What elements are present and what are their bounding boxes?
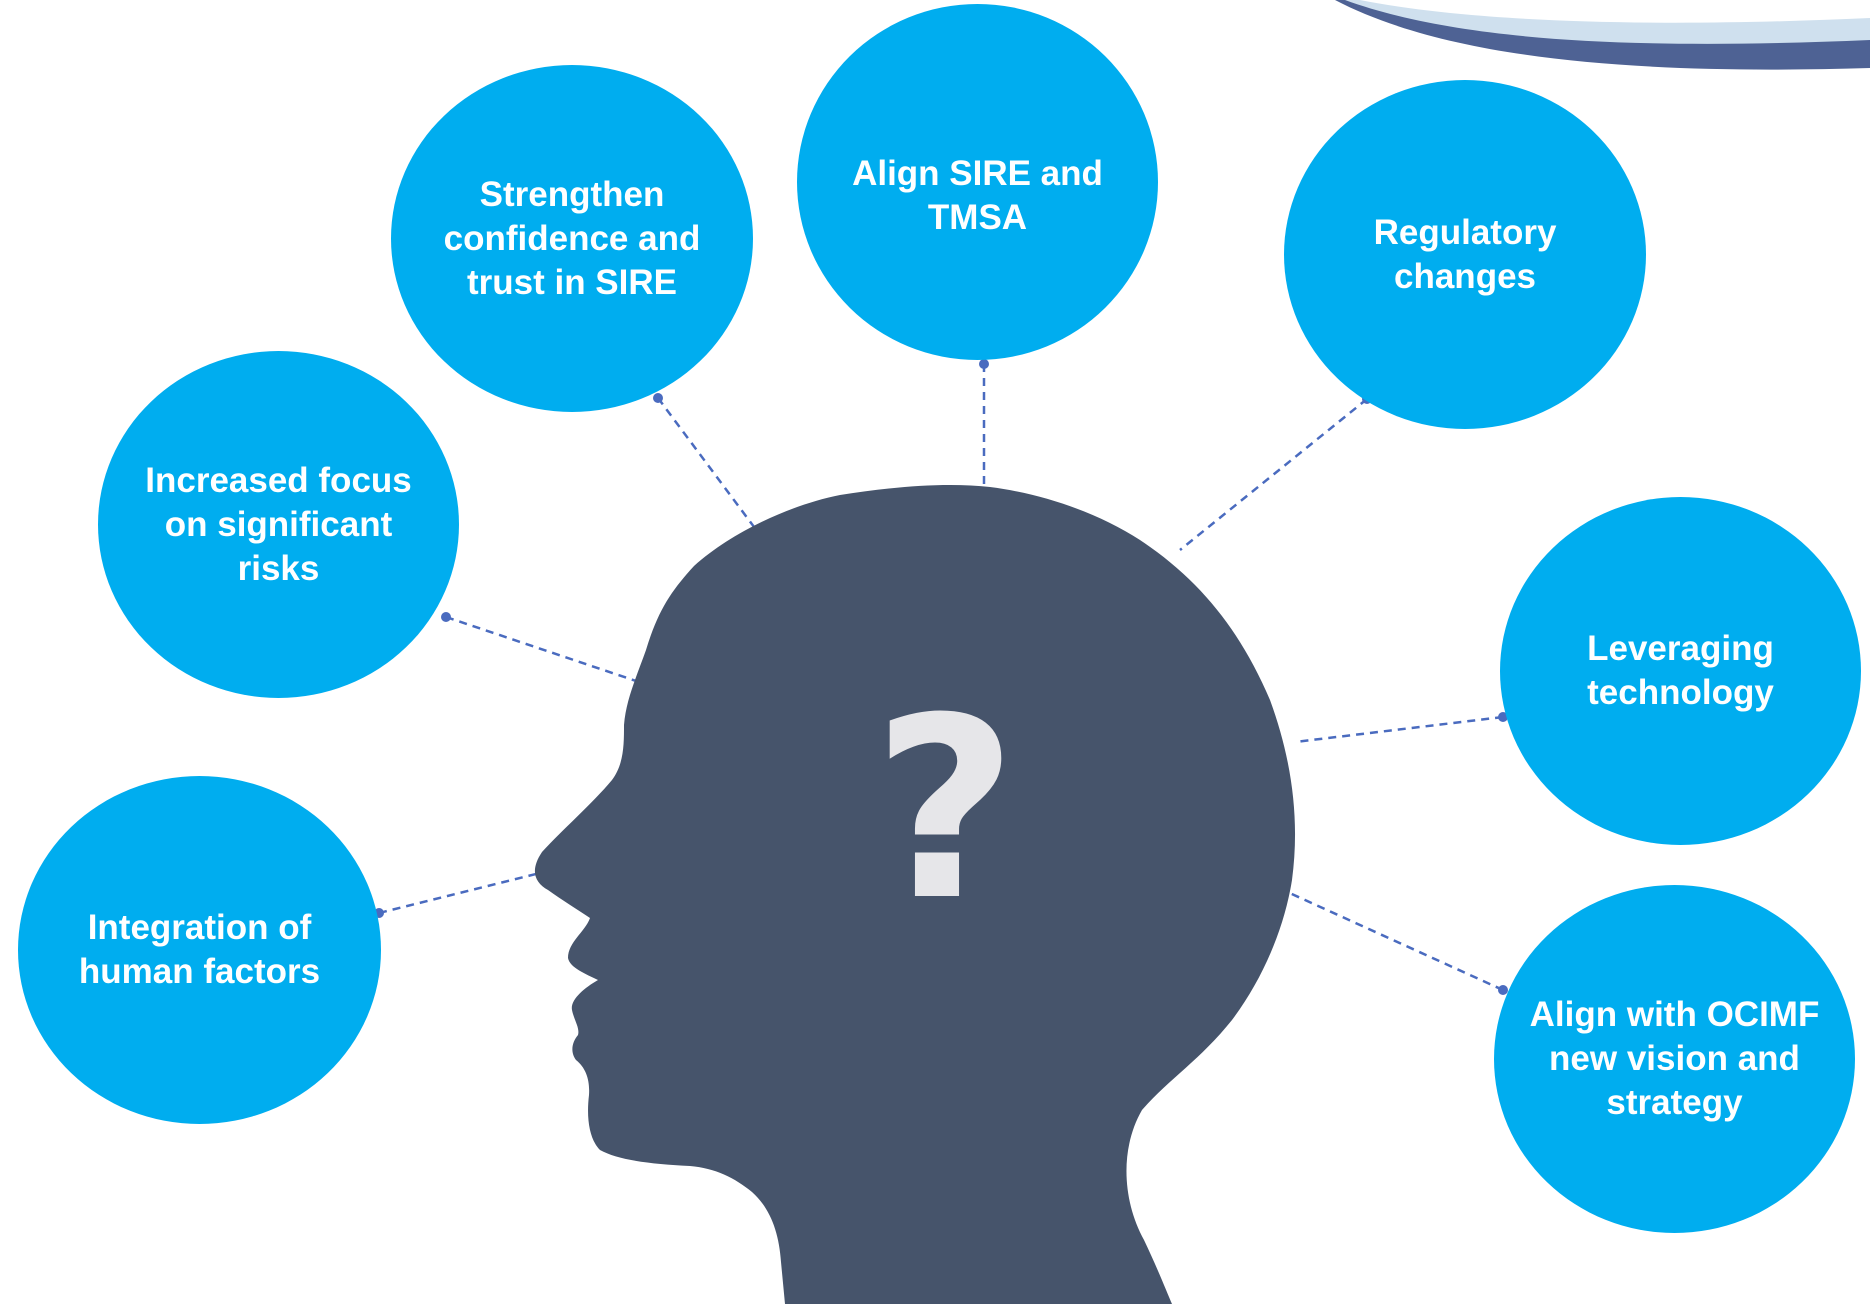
bubble-align-sire-tmsa: Align SIRE and TMSA	[797, 4, 1158, 360]
bubble-label: Regulatory changes	[1373, 212, 1557, 296]
bubble-label: Strengthen confidence and trust in SIRE	[443, 174, 701, 302]
head-silhouette-icon	[534, 485, 1295, 1304]
connector-increased-focus	[445, 615, 649, 687]
bubble-label: Align SIRE and TMSA	[852, 154, 1103, 237]
bubble-integration-human-factors: Integration of human factors	[18, 776, 381, 1124]
corner-swoosh-decoration	[1335, 0, 1870, 70]
connector-dot	[441, 612, 451, 622]
connector-regulatory-changes	[1179, 398, 1368, 551]
connector-dot	[1498, 985, 1508, 995]
bubble-align-ocimf-vision: Align with OCIMF new vision and strategy	[1494, 885, 1855, 1233]
bubble-label: Align with OCIMF new vision and strategy	[1529, 995, 1820, 1122]
bubble-label: Increased focus on significant risks	[145, 460, 412, 588]
connector-align-ocimf-vision	[1271, 883, 1504, 992]
bubble-regulatory-changes: Regulatory changes	[1284, 80, 1646, 429]
bubble-label: Integration of human factors	[78, 908, 321, 991]
connector-integration-human-factors	[378, 871, 541, 915]
connector-strengthen-confidence	[656, 397, 762, 536]
question-mark-icon: ?	[872, 664, 1018, 955]
connector-dot	[653, 393, 663, 403]
swoosh-white-band	[1360, 0, 1870, 23]
bubble-strengthen-confidence: Strengthen confidence and trust in SIRE	[391, 65, 753, 412]
connector-leveraging-technology	[1294, 715, 1504, 744]
connectors	[378, 364, 1504, 992]
connector-dot	[979, 359, 989, 369]
bubble-label: Leveraging technology	[1587, 629, 1774, 712]
bubble-increased-focus: Increased focus on significant risks	[98, 351, 459, 698]
bubble-leveraging-technology: Leveraging technology	[1500, 497, 1861, 845]
